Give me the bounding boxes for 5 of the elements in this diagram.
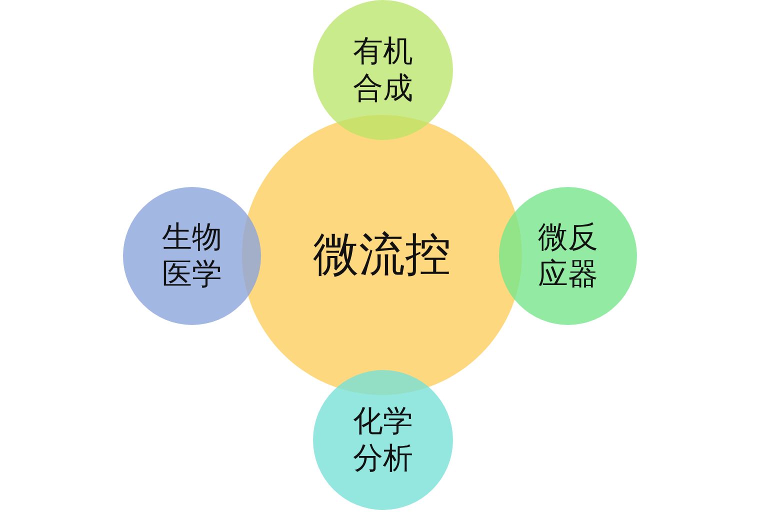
circle-label: 化学分析: [352, 402, 414, 478]
circle-label: 生物医学: [161, 218, 223, 294]
circle-label: 有机合成: [352, 32, 414, 108]
circle-label: 微反应器: [537, 218, 599, 294]
circle-label: 微流控: [312, 226, 452, 284]
